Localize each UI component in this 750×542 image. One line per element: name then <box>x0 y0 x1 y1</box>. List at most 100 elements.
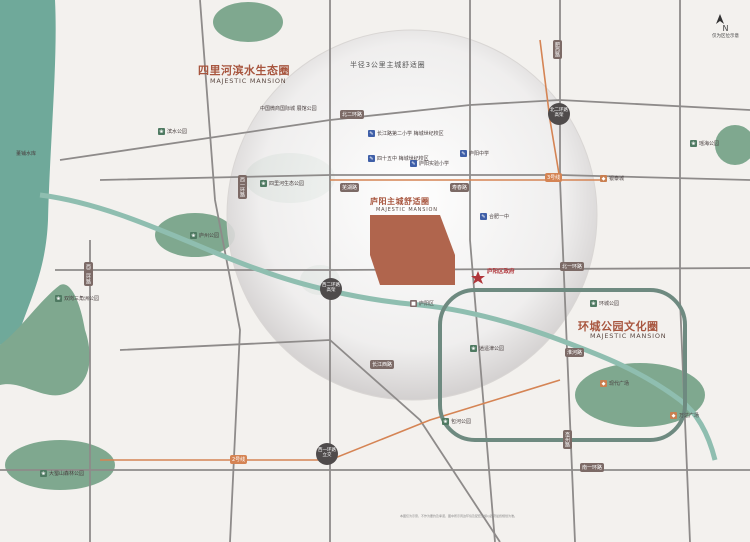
government-icon: ■ <box>410 300 417 307</box>
road-beiyi: 北一环路 <box>560 262 585 271</box>
poi-label: 万达广场 <box>679 413 700 419</box>
poi-north-lake: ❀瑶海公园 <box>690 140 719 147</box>
school-icon: ✎ <box>368 130 375 137</box>
poi-label: 四里河生态公园 <box>269 181 305 187</box>
poi-label: 合肥一中 <box>489 214 510 220</box>
road-nanyi: 南一环路 <box>580 463 605 472</box>
poi-anhui-uni: ✎合肥一中 <box>480 213 509 220</box>
project-label: 庐阳区政府 <box>487 269 515 275</box>
poi-label: 双岗三角洲公园 <box>64 296 100 302</box>
poi-dashu: ❀大蜀山森林公园 <box>40 470 84 477</box>
park-icon: ❀ <box>40 470 47 477</box>
poi-label: 长江路第二小学 梅城世纪校区 <box>377 131 444 137</box>
park-green-4 <box>715 125 750 165</box>
compass: N 仅为区位示意 <box>712 24 739 39</box>
node-xier-huan: 西二环路 高架 <box>320 278 342 300</box>
luyang-zone-title: 庐阳主城舒适圈 <box>370 197 430 206</box>
road-subway3: 3号线 <box>545 173 563 182</box>
poi-luyang-mid: ✎庐阳中学 <box>460 150 489 157</box>
poi-wanda: ◆万达广场 <box>670 412 699 419</box>
road-subway2: 2号线 <box>230 455 248 464</box>
poi-sili-park: ❀四里河生态公园 <box>260 180 304 187</box>
star-icon <box>471 271 485 284</box>
road-changjiang: 长江西路 <box>370 360 395 369</box>
road-beier: 北二环路 <box>340 110 365 119</box>
park-icon: ❀ <box>470 345 477 352</box>
road-feixi: 肥西路 <box>553 40 562 59</box>
poi-label: 瑶海公园 <box>699 141 720 147</box>
school-icon: ✎ <box>368 155 375 162</box>
park-icon: ❀ <box>442 418 449 425</box>
huancheng-zone-sub: MAJESTIC MANSION <box>590 332 667 340</box>
park-icon: ❀ <box>55 295 62 302</box>
mall-icon: ◆ <box>670 412 677 419</box>
poi-label: 庐阳中学 <box>469 151 490 157</box>
park-icon: ❀ <box>190 232 197 239</box>
project-site <box>370 215 455 285</box>
reservoir-water <box>0 0 56 345</box>
sili-zone-title: 四里河滨水生态圈 <box>198 64 290 77</box>
poi-label: 逍遥津公园 <box>479 346 505 352</box>
poi-label: 银泰城 <box>609 176 625 182</box>
poi-label: 庐阳实验小学 <box>419 161 450 167</box>
poi-label: 庐阳区 <box>419 301 435 307</box>
poi-shuang: ❀双岗三角洲公园 <box>55 295 99 302</box>
mall-icon: ◆ <box>600 175 607 182</box>
poi-huancheng: ❀环城公园 <box>590 300 619 307</box>
park-green-3 <box>575 363 705 427</box>
road-shouchun: 寿春路 <box>450 183 470 192</box>
node-beier-huan: 北二环路 高架 <box>548 103 570 125</box>
city-river <box>39 192 718 461</box>
poi-sishi: ✎四十五中 梅城世纪校区 <box>368 155 429 162</box>
luyang-zone-sub: MAJESTIC MANSION <box>376 207 438 213</box>
poi-label: 滨水公园 <box>167 129 188 135</box>
park-icon: ❀ <box>690 140 697 147</box>
poi-label: 董铺水库 <box>16 151 37 157</box>
mall-icon: ◆ <box>600 380 607 387</box>
west-park-green <box>0 284 90 396</box>
school-icon: ✎ <box>410 160 417 167</box>
road-bozhou: 亳州路 <box>563 430 572 449</box>
poi-yinfeng: ◆银泰城 <box>600 175 624 182</box>
compass-note: 仅为区位示意 <box>712 34 739 39</box>
north-lake-green <box>213 2 283 42</box>
sili-zone-sub: MAJESTIC MANSION <box>210 77 287 85</box>
poi-xingqing: ❀逍遥津公园 <box>470 345 504 352</box>
compass-label: N <box>722 24 729 33</box>
poi-zhonggu: 中国微商国际城 展馆公园 <box>260 105 317 112</box>
road-huaihe: 淮河路 <box>565 348 585 357</box>
road-xier: 西二环路 <box>84 262 93 286</box>
poi-label: 环城公园 <box>599 301 620 307</box>
poi-binhu: ❀滨水公园 <box>158 128 187 135</box>
poi-label: 包河公园 <box>451 419 472 425</box>
poi-luyang-exp: ✎庐阳实验小学 <box>410 160 449 167</box>
school-icon: ✎ <box>460 150 467 157</box>
poi-label: 四十五中 梅城世纪校区 <box>377 156 429 162</box>
poi-dongpu: 董铺水库 <box>16 150 36 157</box>
poi-label: 大蜀山森林公园 <box>49 471 85 477</box>
poi-label: 中国微商国际城 展馆公园 <box>260 106 317 112</box>
poi-lushan: ❀庐州公园 <box>190 232 219 239</box>
poi-label: 庐州公园 <box>199 233 220 239</box>
poi-modern: ◆现代广场 <box>600 380 629 387</box>
road-wuhu: 芜湖路 <box>340 183 360 192</box>
poi-xiaoyao: ■庐阳区 <box>410 300 434 307</box>
park-green-5 <box>5 440 115 490</box>
road-xiyi: 西一环路 <box>238 175 247 199</box>
poi-changjiang: ✎长江路第二小学 梅城世纪校区 <box>368 130 444 137</box>
park-icon: ❀ <box>158 128 165 135</box>
park-icon: ❀ <box>260 180 267 187</box>
school-icon: ✎ <box>480 213 487 220</box>
ring-road <box>438 288 687 442</box>
park-icon: ❀ <box>590 300 597 307</box>
node-xiyi-huan: 西一环路 立交 <box>316 443 338 465</box>
poi-baohe: ❀包河公园 <box>442 418 471 425</box>
huancheng-zone-title: 环城公园文化圈 <box>578 320 659 333</box>
poi-label: 现代广场 <box>609 381 630 387</box>
legal-disclaimer: 本图仅为示意，不作为要约及承诺，图中所示周边环境及配套设施以政府最终规划为准。 <box>400 514 518 518</box>
north-arrow-icon <box>716 14 724 24</box>
circle-title: 半径3公里主城舒适圈 <box>350 61 426 69</box>
